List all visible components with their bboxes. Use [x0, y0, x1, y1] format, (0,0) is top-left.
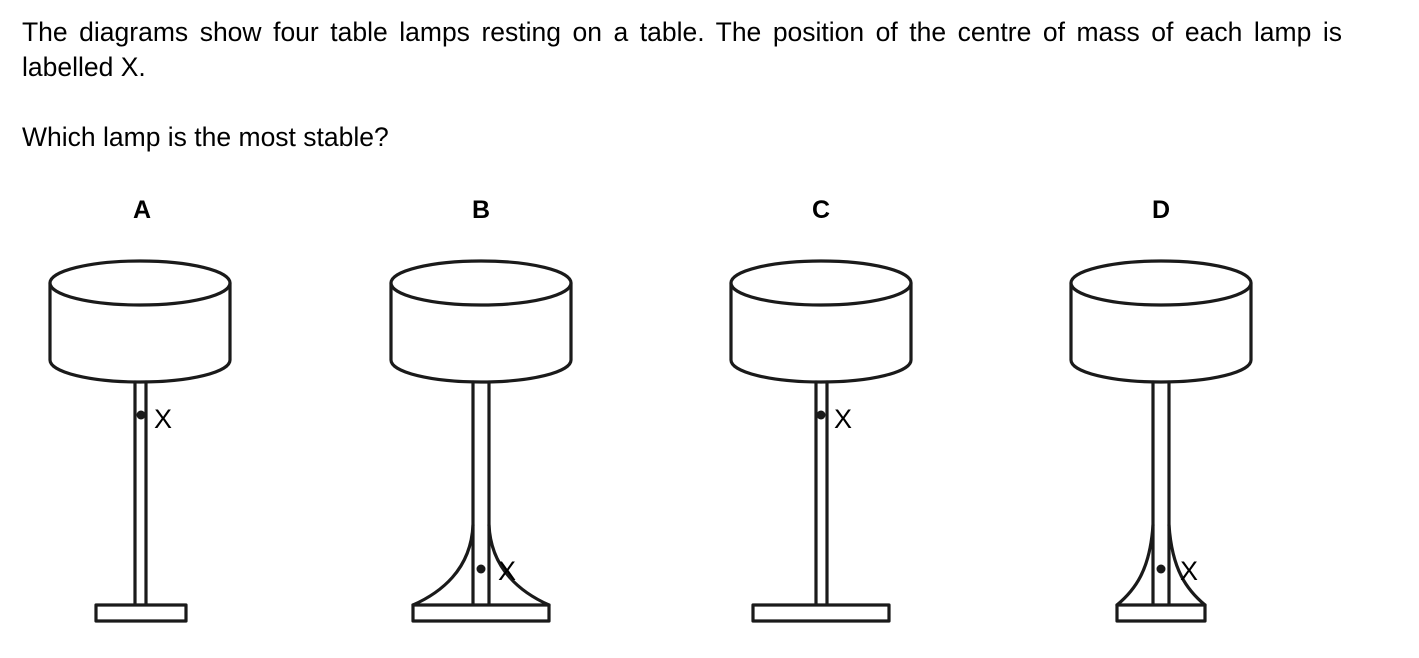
lamp-a-x-label: X: [154, 404, 172, 434]
lamp-d-x-label: X: [1180, 556, 1198, 586]
question-text: The diagrams show four table lamps resti…: [22, 17, 1342, 82]
lamp-c-centre-of-mass: [816, 410, 826, 420]
lamp-c-shade: [729, 259, 913, 384]
lamp-d-shade: [1069, 259, 1253, 384]
lamp-b-stem: [471, 380, 491, 607]
option-label-c: C: [812, 196, 830, 224]
lamp-a-centre-of-mass: [136, 410, 146, 420]
lamp-b-centre-of-mass: [476, 564, 486, 574]
lamp-a: A X: [48, 196, 232, 623]
question-prompt: Which lamp is the most stable?: [22, 122, 389, 152]
lamp-d-centre-of-mass: [1156, 564, 1166, 574]
lamp-d-stem: [1151, 380, 1171, 607]
option-label-d: D: [1152, 196, 1170, 224]
lamp-a-base: [94, 603, 188, 623]
lamp-d-flared-base: [1115, 523, 1207, 623]
lamp-c-stem: [814, 380, 829, 607]
lamp-c-x-label: X: [834, 404, 852, 434]
lamp-b-flared-base: [411, 523, 551, 623]
option-label-a: A: [133, 196, 151, 224]
lamp-a-stem: [133, 380, 148, 607]
lamp-b: B X: [389, 196, 573, 623]
lamp-b-x-label: X: [498, 556, 516, 586]
lamp-c: C X: [729, 196, 913, 623]
lamp-c-base: [751, 603, 891, 623]
lamp-a-shade: [48, 259, 232, 384]
option-label-b: B: [472, 196, 490, 224]
lamp-b-shade: [389, 259, 573, 384]
lamp-d: D X: [1069, 196, 1253, 623]
